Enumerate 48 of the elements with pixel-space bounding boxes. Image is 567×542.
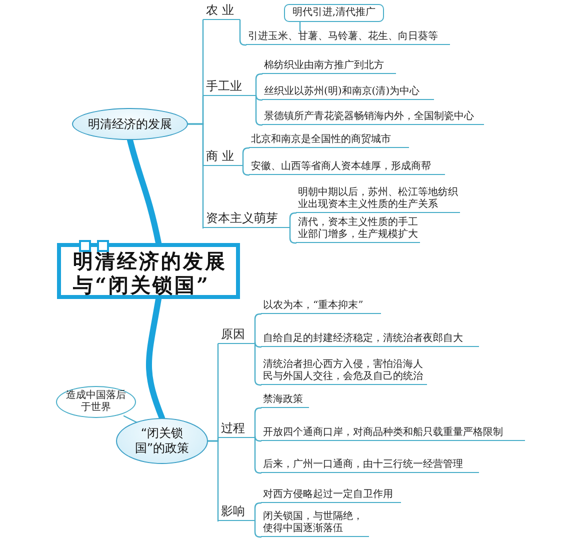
bubble-tail-line (123, 415, 139, 424)
branch-text: 后来，广州一口通商，由十三行统一经营管理 (261, 459, 479, 473)
category-label: 影响 (218, 503, 255, 521)
branch-text: 对西方侵略起过一定自卫作用 (261, 489, 401, 503)
branch-text: 安徽、山西等省商人资本雄厚，形成商帮 (249, 161, 445, 175)
branch-text: 清统治者担心西方入侵，害怕沿海人民与外国人交往，会危及自己的统治 (261, 359, 427, 385)
branch-line (254, 313, 262, 345)
branch-line (187, 123, 204, 229)
category-label: 过程 (218, 420, 255, 438)
branch-line (254, 502, 262, 522)
category-label: 农 业 (203, 2, 240, 20)
topic-oval: 明清经济的发展 (72, 108, 188, 140)
branch-line (254, 435, 262, 442)
branch-text: 棉纺织业由南方推广到北方 (262, 60, 396, 74)
branch-curve (127, 137, 162, 246)
category-label: 手工业 (203, 78, 256, 96)
branch-line (207, 440, 219, 522)
branch-text: 丝织业以苏州(明)和南京(清)为中心 (262, 86, 434, 100)
category-label: 商 业 (203, 148, 243, 166)
branch-line (254, 407, 262, 439)
category-label: 资本主义萌芽 (203, 210, 290, 228)
branch-text: 景德镇所产青花瓷器畅销海内外，全国制瓷中心 (262, 111, 484, 125)
branch-text: 清代，资本主义性质的手工业部门增多，生产规模扩大 (296, 217, 420, 243)
category-label: 原因 (218, 326, 255, 344)
branch-text: 以农为本，“重本抑末” (261, 300, 381, 314)
branch-text: 明朝中期以后，苏州、松江等地纺织业出现资本主义性质的生产关系 (296, 187, 460, 213)
branch-line (239, 19, 247, 46)
branch-line (254, 341, 262, 348)
branch-text: 禁海政策 (261, 394, 309, 408)
branch-text: 引进玉米、甘薯、马铃薯、花生、向日葵等 (246, 31, 450, 45)
branch-line (255, 94, 263, 101)
branch-line (254, 437, 262, 474)
branch-line (289, 212, 297, 229)
thought-bubble: 造成中国落后于世界 (56, 386, 136, 418)
branch-text: 自给自足的封建经济稳定，清统治者夜郎自大 (261, 333, 479, 347)
branch-line (289, 227, 297, 244)
speech-bubble: 明代引进,清代推广 (284, 4, 384, 22)
topic-oval: “闭关锁国”的政策 (116, 418, 208, 464)
branch-line (242, 147, 250, 167)
branch-text: 北京和南京是全国性的商贸城市 (249, 134, 409, 148)
branch-line (255, 73, 263, 97)
branch-line (254, 520, 262, 538)
branch-text: 闭关锁国，与世隔绝，使得中国逐渐落伍 (261, 511, 369, 537)
branch-line (242, 165, 250, 176)
branch-line (255, 95, 263, 126)
branch-line (254, 343, 262, 386)
branch-text: 开放四个通商口岸，对商品种类和船只载重量严格限制 (261, 427, 525, 441)
title-box: 明清经济的发展与“闭关锁国” (57, 243, 240, 299)
